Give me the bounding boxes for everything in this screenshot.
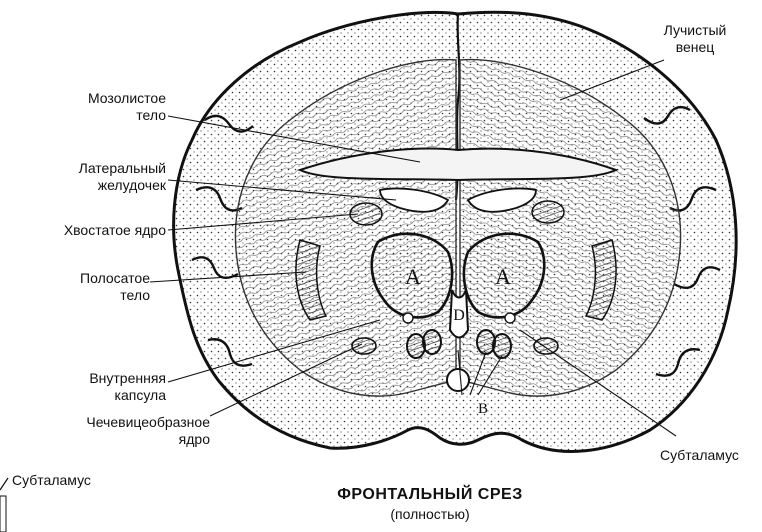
figure-title: ФРОНТАЛЬНЫЙ СРЕЗ [300,486,560,504]
label-lateral-ventricle: Латеральный желудочек [20,160,166,194]
label-striatum: Полосатое тело [20,270,150,304]
thalamus-right-marker: A [495,264,511,289]
subthalamus-left-leader [0,478,8,490]
label-corona-radiata: Лучистый венец [640,22,750,56]
label-subthalamus-right: Субталамус [660,447,760,464]
thalamus-left-marker: A [405,264,421,289]
label-internal-capsule: Внутренняя капсула [20,370,166,404]
mammillary-marker: B [478,401,488,417]
caudate-nucleus-right [532,201,564,223]
figure-subtitle: (полностью) [300,506,560,522]
label-caudate-nucleus: Хвостатое ядро [0,222,166,239]
left-edge-fragment [0,496,6,532]
third-ventricle-marker: D [453,307,465,324]
label-corpus-callosum: Мозолистое тело [20,90,166,124]
small-nucleus-right [505,313,515,323]
subthalamic-nucleus-left [352,338,376,354]
small-nucleus-left [403,313,413,323]
subthalamic-nucleus-right [534,338,558,354]
mammillary-body [447,369,469,391]
label-subthalamus-left: Субталамус [12,472,132,489]
label-lentiform-nucleus: Чечевицеобразное ядро [20,414,210,448]
